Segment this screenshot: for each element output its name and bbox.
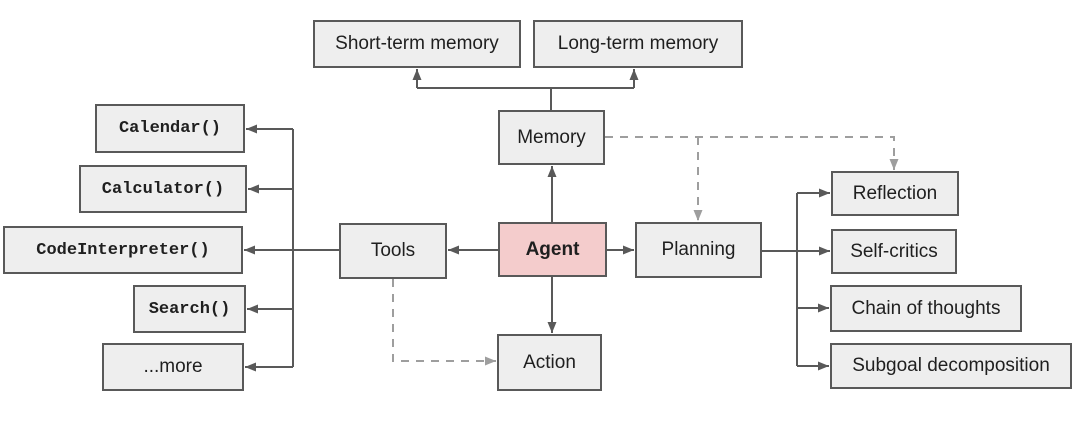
node-chain-of-thoughts: Chain of thoughts	[830, 285, 1022, 332]
node-search: Search()	[133, 285, 246, 333]
node-calendar: Calendar()	[95, 104, 245, 153]
node-short-term-memory: Short-term memory	[313, 20, 521, 68]
node-long-term-memory: Long-term memory	[533, 20, 743, 68]
node-reflection: Reflection	[831, 171, 959, 216]
node-tools: Tools	[339, 223, 447, 279]
node-more: ...more	[102, 343, 244, 391]
node-calculator: Calculator()	[79, 165, 247, 213]
node-action: Action	[497, 334, 602, 391]
node-planning: Planning	[635, 222, 762, 278]
edge-memory-to-reflection-dashed	[605, 136, 899, 170]
node-memory: Memory	[498, 110, 605, 165]
node-code-interpreter: CodeInterpreter()	[3, 226, 243, 274]
node-agent: Agent	[498, 222, 607, 277]
edge-memory-split	[417, 87, 634, 110]
node-self-critics: Self-critics	[831, 229, 957, 274]
node-subgoal-decomposition: Subgoal decomposition	[830, 343, 1072, 389]
edge-tools-to-action-dashed	[392, 279, 496, 366]
